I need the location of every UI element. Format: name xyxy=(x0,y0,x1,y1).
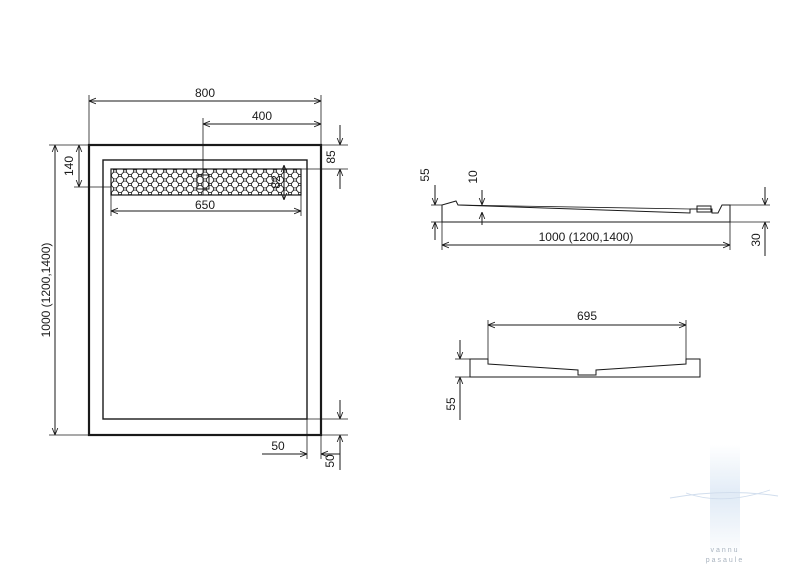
side-rim-label: 50 xyxy=(271,439,285,453)
side-profile-surface xyxy=(457,204,691,210)
grate-length-label: 650 xyxy=(195,198,215,212)
length-dimension-label: 1000 (1200,1400) xyxy=(39,243,53,338)
bottom-rim-label: 50 xyxy=(323,454,337,468)
section-height-label: 55 xyxy=(444,397,458,411)
top-rim-label: 85 xyxy=(324,150,338,164)
watermark-swoosh-lower xyxy=(685,489,771,500)
grate-depth-label: 140 xyxy=(62,156,76,176)
drain-grate xyxy=(110,168,302,196)
section-width-label: 695 xyxy=(577,309,597,323)
drain-offset-label: 400 xyxy=(252,109,272,123)
side-view: 55 10 1000 (1200,1400) 30 xyxy=(418,168,770,256)
plan-view: 800 400 1000 (1200,1400) 140 650 82 85 xyxy=(39,86,348,470)
watermark-logo: vannu pasaule xyxy=(669,445,779,564)
side-length-label: 1000 (1200,1400) xyxy=(539,230,634,244)
side-height-label: 55 xyxy=(418,168,432,182)
side-drain-box xyxy=(696,205,712,213)
side-profile xyxy=(441,200,731,223)
watermark-text-line1: vannu xyxy=(710,547,739,554)
section-view: 695 55 xyxy=(444,309,701,420)
tray-inner-basin xyxy=(102,159,308,420)
foot-height-label: 30 xyxy=(749,233,763,247)
width-dimension-label: 800 xyxy=(195,86,215,100)
watermark-swoosh xyxy=(669,491,779,499)
watermark-shower-beam xyxy=(710,445,740,557)
watermark-text-line2: pasaule xyxy=(706,557,745,564)
grate-width-label: 82 xyxy=(269,175,283,189)
section-profile xyxy=(469,358,701,378)
drain-height-label: 10 xyxy=(466,170,480,184)
